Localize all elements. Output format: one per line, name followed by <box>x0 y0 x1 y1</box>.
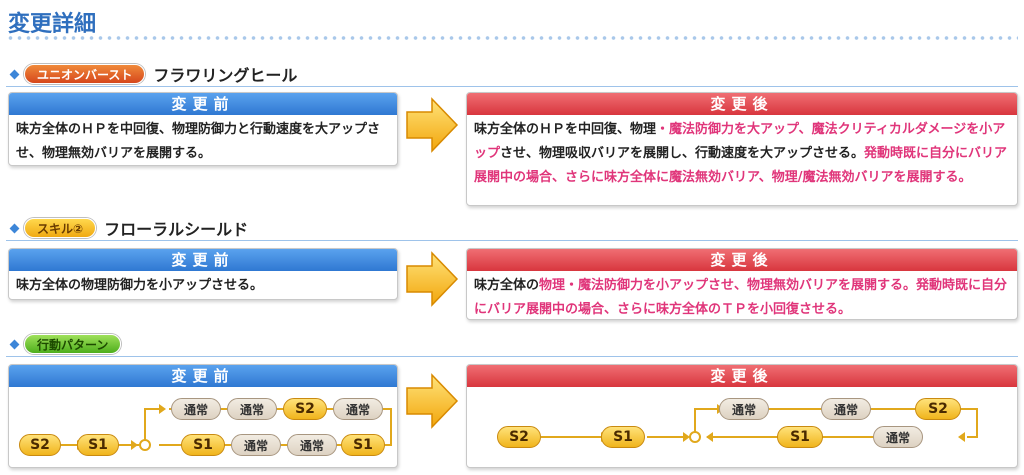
after-text-plain: 味方全体のＨＰを中回復、物理 <box>474 122 657 137</box>
after-text-changed: 発動時既に自分にバリア展開中の場合、さらに味方全体に魔法無効バリア、物理/魔法無… <box>474 146 1008 185</box>
action-pattern-badge: 行動パターン <box>24 334 122 354</box>
after-text-changed: ・魔法防御力を大アップ、魔法クリティカルダメージを小アップ <box>474 122 1006 161</box>
page-title: 変更詳細 <box>8 12 97 37</box>
after-pattern-lines <box>541 404 978 443</box>
before-header: 変更前 <box>9 93 397 115</box>
before-pattern-box: 変更前 S2 S1 通常 通常 S2 通常 S1 通常 通常 S1 <box>8 364 398 468</box>
diamond-bullet-icon <box>9 339 20 349</box>
pattern-chip-s1: S1 <box>777 426 823 448</box>
pattern-chip-normal: 通常 <box>821 398 871 420</box>
pattern-chip-normal: 通常 <box>171 398 221 420</box>
diamond-bullet-icon <box>9 223 20 233</box>
after-header: 変更後 <box>467 93 1017 115</box>
section-underline <box>6 356 1018 357</box>
pattern-chip-s2: S2 <box>915 398 961 420</box>
after-box: 変更後 味方全体の物理・魔法防御力を小アップさせ、物理無効バリアを展開する。発動… <box>466 248 1018 320</box>
after-pattern-box: 変更後 S2 S1 通常 通常 S2 S1 通常 <box>466 364 1018 468</box>
pattern-chip-s2: S2 <box>19 434 61 456</box>
right-arrow-icon <box>406 251 459 307</box>
right-arrow-icon <box>406 373 459 429</box>
section-action-pattern-header: 行動パターン <box>6 332 1018 356</box>
diamond-bullet-icon <box>9 69 20 79</box>
pattern-chip-s1: S1 <box>77 434 119 456</box>
pattern-chip-s1: S1 <box>341 434 385 456</box>
pattern-chip-s1: S1 <box>181 434 225 456</box>
after-box: 変更後 味方全体のＨＰを中回復、物理・魔法防御力を大アップ、魔法クリティカルダメ… <box>466 92 1018 206</box>
title-divider <box>6 36 1018 40</box>
after-text: 味方全体の物理・魔法防御力を小アップさせ、物理無効バリアを展開する。発動時既に自… <box>467 271 1017 325</box>
pattern-chip-normal: 通常 <box>227 398 277 420</box>
section-underline <box>6 86 1018 87</box>
pattern-chip-s2: S2 <box>497 426 541 448</box>
pattern-chip-normal: 通常 <box>333 398 383 420</box>
pattern-chip-s1: S1 <box>601 426 645 448</box>
after-text-changed: 物理・魔法防御力を小アップさせ、物理無効バリアを展開する。発動時既に自分にバリア… <box>474 278 1008 317</box>
pattern-chip-normal: 通常 <box>719 398 769 420</box>
after-header: 変更後 <box>467 249 1017 271</box>
union-burst-badge: ユニオンバースト <box>24 64 146 84</box>
pattern-chip-s2: S2 <box>283 398 327 420</box>
after-text: 味方全体のＨＰを中回復、物理・魔法防御力を大アップ、魔法クリティカルダメージを小… <box>467 115 1017 193</box>
section-skill2-header: スキル② フローラルシールド <box>6 216 1018 240</box>
pattern-chip-normal: 通常 <box>231 434 281 456</box>
pattern-chip-normal: 通常 <box>873 426 923 448</box>
after-text-plain: 味方全体の <box>474 278 540 293</box>
pattern-chip-normal: 通常 <box>287 434 337 456</box>
after-header: 変更後 <box>467 365 1017 387</box>
skill-name: フラワリングヒール <box>153 66 298 85</box>
section-underline <box>6 240 1018 241</box>
before-text: 味方全体のＨＰを中回復、物理防御力と行動速度を大アップさせ、物理無効バリアを展開… <box>16 122 381 161</box>
after-text-plain: させ、物理吸収バリアを展開し、行動速度を大アップさせる。 <box>500 146 865 161</box>
before-box: 変更前 味方全体の物理防御力を小アップさせる。 <box>8 248 398 300</box>
section-union-burst-header: ユニオンバースト フラワリングヒール <box>6 62 1018 86</box>
right-arrow-icon <box>406 97 459 153</box>
skill-badge: スキル② <box>24 218 97 238</box>
before-box: 変更前 味方全体のＨＰを中回復、物理防御力と行動速度を大アップさせ、物理無効バリ… <box>8 92 398 166</box>
before-header: 変更前 <box>9 365 397 387</box>
before-text: 味方全体の物理防御力を小アップさせる。 <box>16 278 264 293</box>
before-header: 変更前 <box>9 249 397 271</box>
skill-name: フローラルシールド <box>104 220 249 239</box>
